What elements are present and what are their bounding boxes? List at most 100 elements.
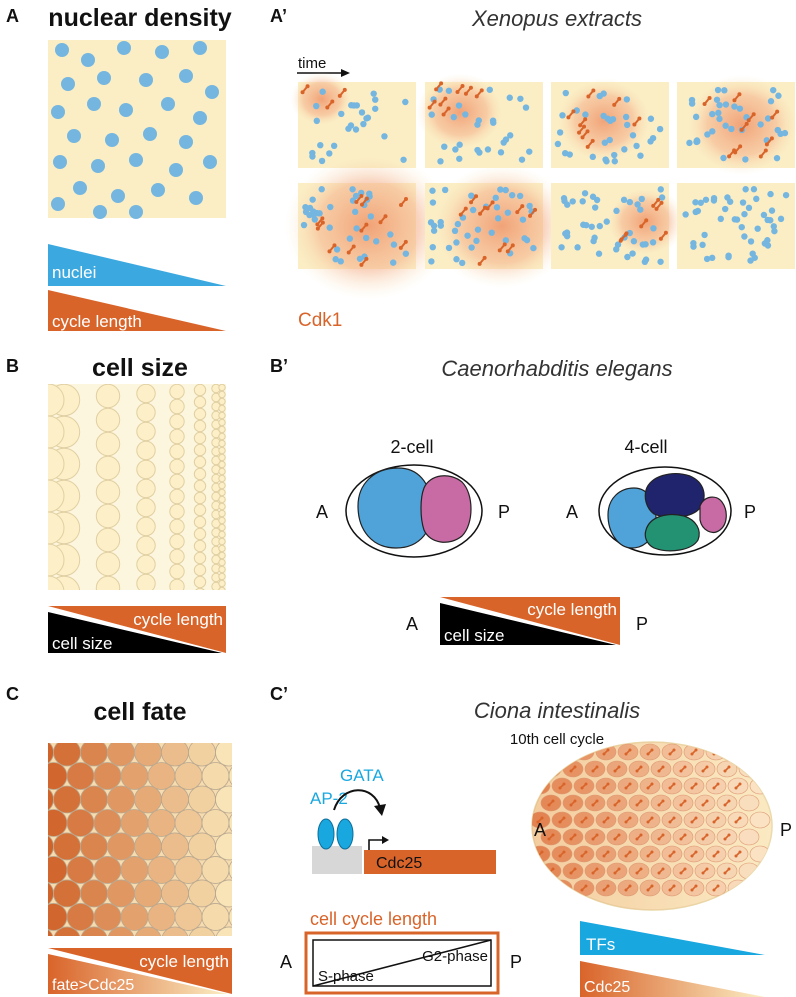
wedge-b-prime-anterior: A [406,614,418,634]
two-cell-posterior: P [498,502,510,522]
nucleus [87,97,101,111]
four-cell-label: 4-cell [624,437,667,457]
cycle-length-wedge-c [48,948,232,994]
cell-size-wedge-b-prime-label: cell size [444,626,504,645]
two-cell-embryo: A P [316,464,510,558]
cdc25-wedge [580,961,765,997]
panel-b-title: cell size [92,354,188,382]
panel-a-title: nuclear density [48,4,231,32]
panel-c: C cell fate cycle length fate>Cdc25 [6,684,232,994]
time-label: time [298,55,326,72]
cell-fate-grid [48,743,232,936]
cycle-length-wedge-c-label: cycle length [139,952,229,971]
nucleus [97,71,111,85]
nucleus [81,53,95,67]
four-cell-posterior: P [744,502,756,522]
nucleus [203,155,217,169]
xenopus-frame [551,183,686,269]
nucleus [51,197,65,211]
four-cell-anterior: A [566,502,578,522]
xenopus-frames [284,72,796,300]
nuclei-wedge [48,244,226,286]
nucleus [143,127,157,141]
nucleus [139,73,153,87]
panel-a-letter: A [6,6,19,26]
wedge-b-prime-posterior: P [636,614,648,634]
cdc25-promoter: GATA AP-2 Cdc25 [310,766,496,874]
nucleus [179,135,193,149]
cell-size-wedge-b-prime [440,603,616,645]
nucleus [179,69,193,83]
cdk1-label: Cdk1 [298,310,342,331]
cdc25-gene-label: Cdc25 [376,855,422,872]
tfs-wedge-label: TFs [586,935,615,954]
nuclei-cluster [51,41,219,219]
two-cell-label: 2-cell [390,437,433,457]
two-cell-anterior: A [316,502,328,522]
nucleus [193,111,207,125]
cycle-length-wedge-label: cycle length [52,312,142,331]
panel-a-prime-title: Xenopus extracts [471,6,642,31]
panel-a-prime: A’ Xenopus extracts time Cdk1 [270,6,796,331]
panel-b-prime: B’ Caenorhabditis elegans 2-cell 4-cell … [270,356,756,645]
nucleus [129,205,143,219]
fate-wedge-c-label: fate>Cdc25 [52,977,134,994]
gata-label: GATA [340,766,384,785]
panel-c-prime: C’ Ciona intestinalis 10th cell cycle GA… [270,684,792,997]
panel-c-title: cell fate [93,698,186,726]
activation-arrowhead [374,804,386,816]
nucleus [205,85,219,99]
ciona-embryo: A P [531,741,792,911]
xenopus-frame [416,73,543,168]
nucleus [155,45,169,59]
xenopus-frame [677,183,795,269]
four-cell-embryo: A P [566,466,756,556]
panel-c-letter: C [6,684,19,704]
panel-b-letter: B [6,356,19,376]
p1-cell [420,475,472,543]
ap2-label: AP-2 [310,789,348,808]
nucleus [129,153,143,167]
panel-b-prime-letter: B’ [270,356,288,376]
panel-a: A nuclear density nuclei cycle length [6,4,232,331]
tf-blob-1 [317,818,335,850]
xenopus-frame [290,72,416,168]
p2-cell [699,496,727,533]
panel-b-prime-title: Caenorhabditis elegans [441,356,672,381]
phase-divider [312,939,492,987]
nucleus [189,191,203,205]
nucleus [117,41,131,55]
panel-a-prime-letter: A’ [270,6,287,26]
nucleus [93,205,107,219]
tss-arrow [368,839,384,850]
cdc25-gene [364,850,496,874]
nucleus [53,155,67,169]
panel-c-prime-subtitle: 10th cell cycle [510,731,604,748]
xenopus-frame [677,74,796,176]
ems-cell [644,513,700,552]
cycle-length-wedge-b [48,606,226,653]
panel-b: B cell size cycle length cell size [6,354,226,653]
panel-c-prime-title: Ciona intestinalis [474,698,640,723]
g2-phase-label: G2-phase [422,948,488,965]
cell-size-wedge-b-label: cell size [52,634,112,653]
nucleus [61,77,75,91]
ciona-anterior: A [534,820,546,840]
ciona-posterior: P [780,820,792,840]
cell-size-wedge-b [48,612,222,653]
nucleus [111,189,125,203]
activation-arrow [333,789,381,811]
tfs-wedge [580,921,765,955]
nucleus [67,129,81,143]
cdc25-wedge-label: Cdc25 [584,979,630,996]
tss-arrowhead [382,836,389,844]
cycle-length-wedge-b-prime [440,597,620,645]
s-phase-label: S-phase [318,968,374,985]
xenopus-frame [551,78,669,168]
box-anterior: A [280,952,292,972]
nucleus [55,43,69,57]
nucleus [193,41,207,55]
nucleus [91,159,105,173]
nucleus [169,163,183,177]
cycle-length-wedge [48,290,226,331]
